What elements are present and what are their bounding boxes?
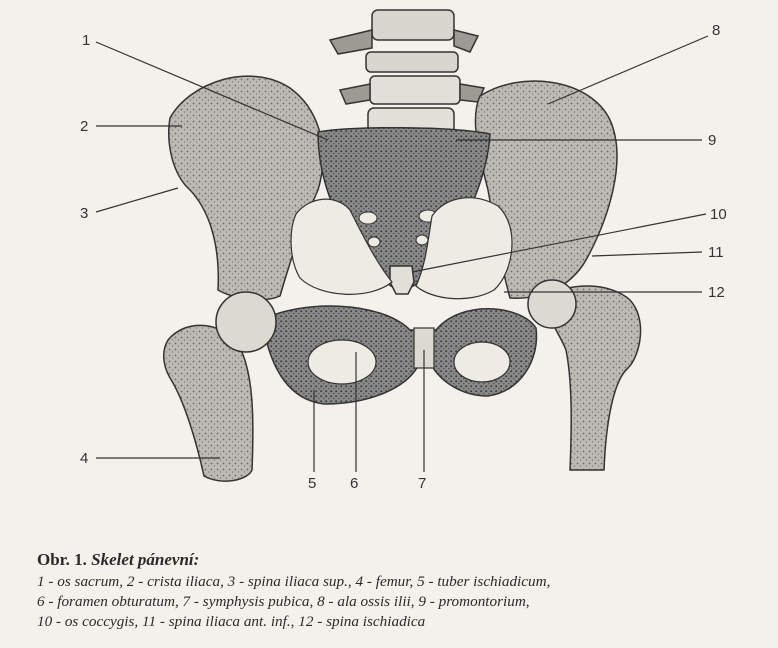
right-femoral-head: [528, 280, 576, 328]
label-12: 12: [708, 285, 725, 300]
label-4: 4: [80, 451, 88, 466]
caption-title-line: Obr. 1. Skelet pánevní:: [37, 550, 777, 570]
label-9: 9: [708, 133, 716, 148]
right-obturator-foramen: [454, 342, 510, 382]
lumbar-vertebrae: [330, 10, 484, 136]
caption-line-1: 1 - os sacrum, 2 - crista iliaca, 3 - sp…: [37, 572, 777, 592]
caption-prefix: Obr. 1.: [37, 550, 87, 569]
left-obturator-foramen: [308, 340, 376, 384]
caption-title: Skelet pánevní:: [91, 550, 199, 569]
coccyx: [390, 266, 414, 294]
figure-caption: Obr. 1. Skelet pánevní: 1 - os sacrum, 2…: [37, 550, 777, 632]
label-2: 2: [80, 119, 88, 134]
label-1: 1: [82, 33, 90, 48]
caption-line-3: 10 - os coccygis, 11 - spina iliaca ant.…: [37, 612, 777, 632]
caption-line-2: 6 - foramen obturatum, 7 - symphysis pub…: [37, 592, 777, 612]
label-10: 10: [710, 207, 727, 222]
label-11: 11: [708, 245, 724, 260]
label-7: 7: [418, 476, 426, 491]
label-3: 3: [80, 206, 88, 221]
pelvis-illustration: [0, 0, 778, 548]
label-6: 6: [350, 476, 358, 491]
label-5: 5: [308, 476, 316, 491]
label-8: 8: [712, 23, 720, 38]
left-femoral-head: [216, 292, 276, 352]
